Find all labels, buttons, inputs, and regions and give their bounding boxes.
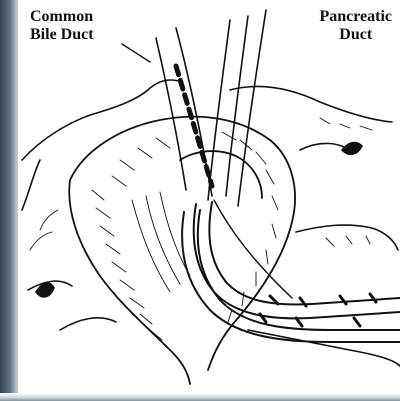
pancreatic-duct-label-line1: Pancreatic	[319, 8, 392, 26]
common-bile-duct-label-line2: Bile Duct	[30, 26, 94, 44]
common-bile-duct-label-line1: Common	[30, 8, 94, 26]
pancreatic-duct-label-line2: Duct	[319, 26, 392, 44]
guide-wires	[156, 10, 266, 206]
bile-duct-pointer	[122, 44, 150, 62]
cutting-wire	[214, 200, 292, 298]
pancreatic-duct-label: Pancreatic Duct	[319, 8, 392, 44]
common-bile-duct-label: Common Bile Duct	[30, 8, 94, 44]
catheter-markings	[260, 294, 376, 326]
bottom-frame-edge	[0, 393, 400, 401]
tissue-outline	[22, 80, 400, 366]
